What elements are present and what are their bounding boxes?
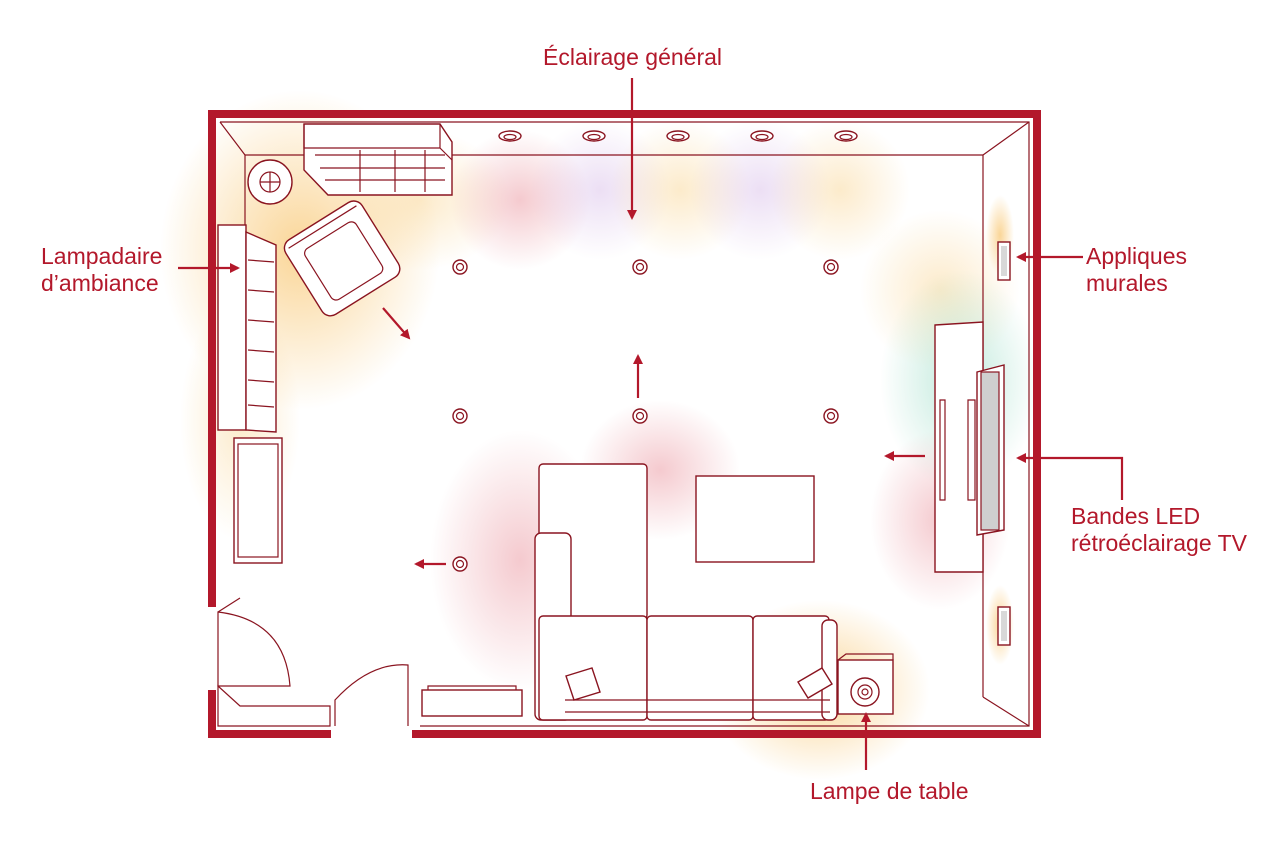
tv-unit bbox=[934, 321, 1005, 573]
label-wall-sconces-line2: murales bbox=[1086, 270, 1168, 296]
table-lamp-icon bbox=[837, 653, 894, 715]
armchair bbox=[283, 200, 401, 317]
wall-sconce-icon bbox=[997, 241, 1011, 281]
recessed-spotlights-top bbox=[498, 130, 858, 142]
arrow-icon bbox=[382, 307, 411, 340]
label-led-strips-line2: rétroéclairage TV bbox=[1071, 530, 1247, 556]
arrow-icon bbox=[1016, 453, 1124, 500]
recessed-spotlight-icon bbox=[823, 259, 839, 275]
recessed-spotlight-icon bbox=[452, 556, 468, 572]
recessed-spotlight-icon bbox=[632, 259, 648, 275]
label-floor-lamp-line1: Lampadaire bbox=[41, 243, 163, 269]
label-wall-sconces: Appliques murales bbox=[1086, 243, 1187, 297]
top-bookshelf bbox=[303, 123, 453, 196]
coffee-table bbox=[695, 475, 815, 563]
recessed-spotlight-icon bbox=[498, 130, 522, 142]
recessed-spotlight-icon bbox=[750, 130, 774, 142]
label-led-strips: Bandes LED rétroéclairage TV bbox=[1071, 503, 1247, 557]
entrance-door bbox=[217, 597, 409, 727]
sectional-sofa bbox=[534, 463, 838, 721]
label-floor-lamp: Lampadaire d’ambiance bbox=[41, 243, 162, 297]
label-general-lighting: Éclairage général bbox=[543, 44, 723, 70]
callout-arrows bbox=[178, 78, 1124, 770]
label-table-lamp: Lampe de table bbox=[810, 778, 969, 804]
recessed-spotlight-icon bbox=[452, 259, 468, 275]
floor-lamp-icon bbox=[247, 159, 293, 205]
recessed-spotlight-icon bbox=[834, 130, 858, 142]
recessed-spotlight-icon bbox=[632, 408, 648, 424]
left-cabinet bbox=[233, 437, 283, 564]
wall-sconce-icon bbox=[997, 606, 1011, 646]
recessed-spotlight-icon bbox=[666, 130, 690, 142]
recessed-spotlight-icon bbox=[582, 130, 606, 142]
label-led-strips-line1: Bandes LED bbox=[1071, 503, 1201, 529]
label-wall-sconces-line1: Appliques bbox=[1086, 243, 1188, 269]
low-bench bbox=[421, 685, 523, 717]
recessed-spotlight-icon bbox=[452, 408, 468, 424]
left-bookshelf bbox=[217, 224, 277, 433]
recessed-spotlight-icon bbox=[823, 408, 839, 424]
ceiling-spotlights bbox=[452, 259, 839, 572]
label-floor-lamp-line2: d’ambiance bbox=[41, 270, 159, 296]
